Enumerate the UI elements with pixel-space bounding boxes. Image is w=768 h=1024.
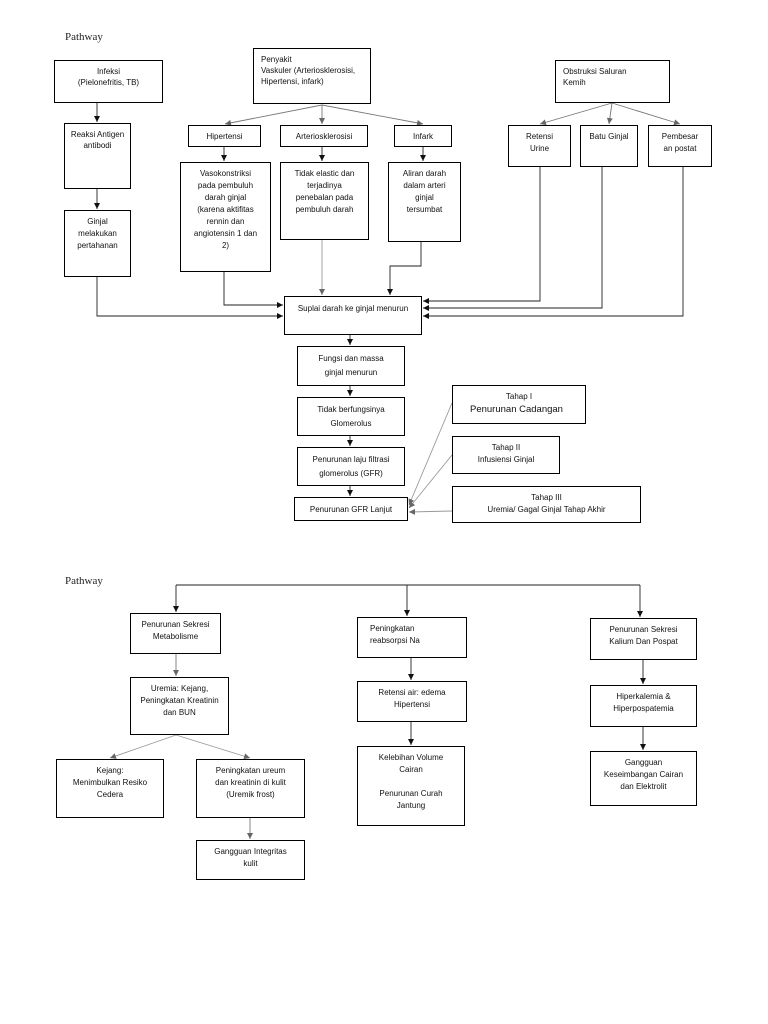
node-peningkatan-reabsorpsi: Peningkatan reabsorpsi Na xyxy=(357,617,467,658)
node-kejang: Kejang: Menimbulkan Resiko Cedera xyxy=(56,759,164,818)
tahap-2-title: Tahap II xyxy=(491,443,521,452)
arrow-obstruksi-to-batu-ginjal xyxy=(606,102,613,125)
node-infeksi: Infeksi (Pielonefritis, TB) xyxy=(54,60,163,103)
arrow-batu-ginjal-to-suplai-darah xyxy=(423,167,603,311)
tahap-3-title: Tahap III xyxy=(531,493,562,502)
arrow-uremia-to-peningkatan-ureum xyxy=(175,734,251,760)
arrow-penyakit-vaskuler-to-infark xyxy=(321,104,424,126)
node-gangguan-integritas: Gangguan Integritas kulit xyxy=(196,840,305,880)
arrow-tahap-1-to-gfr-lanjut xyxy=(408,402,453,506)
node-tahap-3: Tahap III Uremia/ Gagal Ginjal Tahap Akh… xyxy=(452,486,641,523)
node-penurunan-sekresi-metabolisme: Penurunan Sekresi Metabolisme xyxy=(130,613,221,654)
node-tahap-2: Tahap II Infusiensi Ginjal xyxy=(452,436,560,474)
node-aliran-darah: Aliran darah dalam arteri ginjal tersumb… xyxy=(388,162,461,242)
arrow-penyakit-vaskuler-to-hipertensi xyxy=(224,104,323,126)
node-suplai-darah: Suplai darah ke ginjal menurun xyxy=(284,296,422,335)
node-tidak-elastic: Tidak elastic dan terjadinya penebalan p… xyxy=(280,162,369,240)
node-tahap-1: Tahap I Penurunan Cadangan xyxy=(452,385,586,424)
node-retensi-urine: Retensi Urine xyxy=(508,125,571,167)
arrow-retensi-urine-to-suplai-darah xyxy=(423,167,541,304)
node-uremia: Uremia: Kejang, Peningkatan Kreatinin da… xyxy=(130,677,229,735)
node-tidak-berfungsi: Tidak berfungsinya Glomerolus xyxy=(297,397,405,436)
node-arteriosklerosisi: Arteriosklerosisi xyxy=(280,125,368,147)
node-peningkatan-ureum: Peningkatan ureum dan kreatinin di kulit… xyxy=(196,759,305,818)
arrow-ginjal-pertahanan-to-suplai-darah xyxy=(96,277,283,319)
node-hiperkalemia: Hiperkalemia & Hiperpospatemia xyxy=(590,685,697,727)
node-obstruksi-saluran-kemih: Obstruksi Saluran Kemih xyxy=(555,60,670,103)
node-retensi-air: Retensi air: edema Hipertensi xyxy=(357,681,467,722)
arrow-obstruksi-to-retensi-urine xyxy=(539,102,613,126)
node-fungsi-massa: Fungsi dan massa ginjal menurun xyxy=(297,346,405,386)
node-reaksi-antigen: Reaksi Antigen antibodi xyxy=(64,123,131,189)
node-gangguan-keseimbangan: Gangguan Keseimbangan Cairan dan Elektro… xyxy=(590,751,697,806)
node-vasokonstriksi: Vasokonstriksi pada pembuluh darah ginja… xyxy=(180,162,271,272)
arrow-aliran-darah-to-suplai-darah xyxy=(387,242,422,295)
node-pembesaran-postat: Pembesar an postat xyxy=(648,125,712,167)
arrow-uremia-to-kejang xyxy=(109,734,177,759)
arrow-obstruksi-to-pembesaran-postat xyxy=(611,102,681,126)
arrow-tahap-2-to-gfr-lanjut xyxy=(408,454,453,509)
tahap-3-desc: Uremia/ Gagal Ginjal Tahap Akhir xyxy=(487,505,606,514)
pathway-2-heading: Pathway xyxy=(65,575,103,587)
arrow-vasokonstriksi-to-suplai-darah xyxy=(223,272,283,308)
tahap-1-desc: Penurunan Cadangan xyxy=(470,404,563,415)
arrow-tahap-3-to-gfr-lanjut xyxy=(408,508,453,515)
node-batu-ginjal: Batu Ginjal xyxy=(580,125,638,167)
arrow-pembesaran-postat-to-suplai-darah xyxy=(423,167,684,319)
tahap-1-title: Tahap I xyxy=(505,392,533,401)
node-penurunan-laju: Penurunan laju filtrasi glomerolus (GFR) xyxy=(297,447,405,486)
node-penurunan-sekresi-kalium: Penurunan Sekresi Kalium Dan Pospat xyxy=(590,618,697,660)
node-kelebihan-volume: Kelebihan Volume Cairan Penurunan Curah … xyxy=(357,746,465,826)
node-infark: Infark xyxy=(394,125,452,147)
pathway-1-heading: Pathway xyxy=(65,31,103,43)
node-penyakit-vaskuler: Penyakit Vaskuler (Arteriosklerosisi, Hi… xyxy=(253,48,371,104)
node-hipertensi: Hipertensi xyxy=(188,125,261,147)
node-gfr-lanjut: Penurunan GFR Lanjut xyxy=(294,497,408,521)
tahap-2-desc: Infusiensi Ginjal xyxy=(477,455,535,464)
node-ginjal-pertahanan: Ginjal melakukan pertahanan xyxy=(64,210,131,277)
